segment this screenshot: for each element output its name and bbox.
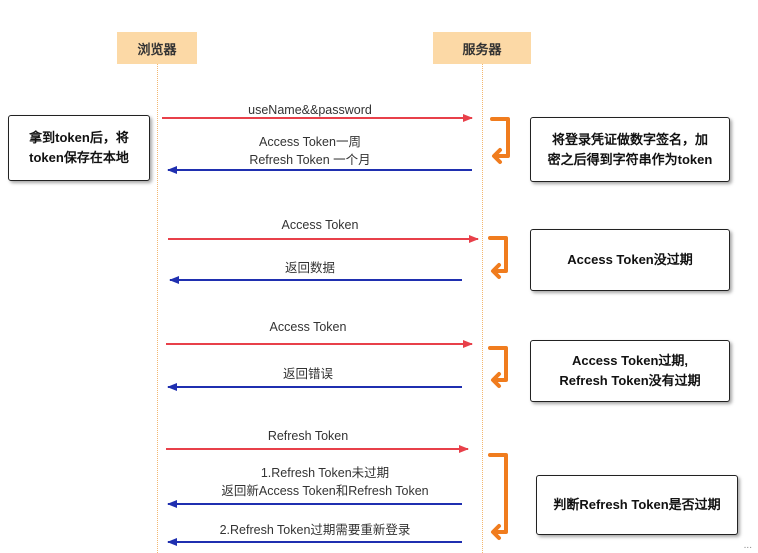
check-refresh-text: 判断Refresh Token是否过期 [553, 497, 721, 512]
tokens-line-2: Refresh Token 一个月 [249, 153, 371, 167]
server-process-bracket-4-tip [491, 524, 501, 540]
client-store-line-2: token保存在本地 [29, 150, 129, 165]
access-request-2-label: Access Token [269, 320, 347, 334]
access-expired-note: Access Token过期, Refresh Token没有过期 [530, 340, 730, 402]
return-error-label: 返回错误 [282, 367, 333, 381]
refresh-ok-line-1: 1.Refresh Token未过期 [260, 466, 390, 480]
client-store-note: 拿到token后，将 token保存在本地 [8, 115, 150, 181]
access-valid-note: Access Token没过期 [530, 229, 730, 291]
access-expired-line-2: Refresh Token没有过期 [559, 373, 701, 388]
server-process-bracket-2 [488, 236, 508, 273]
tokens-response-label: Access Token一周 Refresh Token 一个月 [200, 133, 420, 169]
refresh-ok-line-2: 返回新Access Token和Refresh Token [221, 484, 429, 498]
server-sign-line-1: 将登录凭证做数字签名，加 [551, 131, 708, 147]
tokens-line-1: Access Token一周 [259, 135, 361, 149]
server-lane-header: 服务器 [433, 32, 531, 64]
server-process-bracket-1 [490, 117, 510, 158]
access-expired-line-1: Access Token过期, [571, 353, 689, 368]
browser-lifeline [157, 64, 158, 553]
server-sign-note: 将登录凭证做数字签名，加 密之后得到字符串作为token [530, 117, 730, 182]
watermark: ... [743, 540, 752, 551]
login-request-label: useName&&password [248, 103, 372, 117]
server-process-bracket-1-tip [492, 148, 502, 164]
server-process-bracket-3-tip [491, 372, 501, 388]
client-store-line-1: 拿到token后，将 [29, 130, 129, 145]
refresh-request-label: Refresh Token [267, 429, 349, 443]
server-sign-line-2: 密之后得到字符串作为token [547, 151, 713, 167]
browser-lane-header: 浏览器 [117, 32, 197, 64]
return-data-label: 返回数据 [284, 261, 335, 275]
server-lifeline [482, 64, 483, 553]
access-valid-text: Access Token没过期 [567, 252, 693, 267]
refresh-expired-label: 2.Refresh Token过期需要重新登录 [219, 523, 411, 537]
refresh-ok-label: 1.Refresh Token未过期 返回新Access Token和Refre… [190, 464, 460, 500]
server-process-bracket-3 [488, 346, 508, 382]
access-request-1-label: Access Token [281, 218, 359, 232]
server-process-bracket-4 [488, 453, 508, 534]
server-process-bracket-2-tip [491, 263, 501, 279]
check-refresh-note: 判断Refresh Token是否过期 [536, 475, 738, 535]
